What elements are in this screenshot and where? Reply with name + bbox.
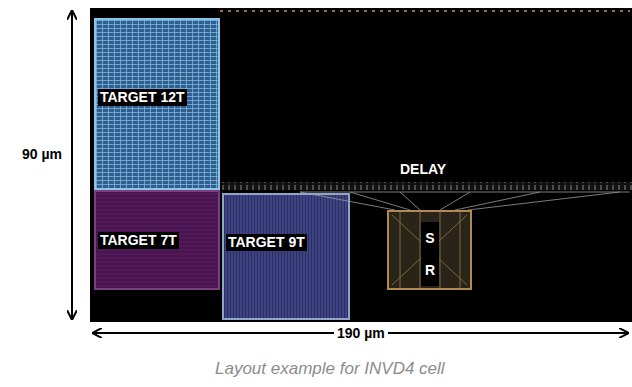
cell-fill [94, 190, 220, 290]
sr-cell-box: S R [387, 210, 472, 290]
cell-label: TARGET 12T [98, 89, 187, 106]
cell-label: TARGET 9T [226, 234, 307, 251]
dimension-label: 90 µm [22, 146, 62, 163]
cell-box: TARGET 9T [222, 193, 350, 320]
dimension-arrow [71, 11, 73, 319]
caption: Layout example for INVD4 cell [215, 359, 445, 379]
cell-label: S R [421, 222, 439, 286]
cell-label: TARGET 7T [98, 232, 179, 249]
sr-wires [392, 212, 467, 288]
layout-background [90, 8, 632, 322]
dimension-label: 190 µm [334, 325, 388, 342]
cell-box: TARGET 7T [94, 190, 220, 290]
delay-band [222, 182, 632, 190]
cell-box: TARGET 12T [94, 18, 220, 190]
cell-fill [222, 193, 350, 320]
ruler-line [220, 10, 630, 12]
delay-label: DELAY [398, 161, 448, 178]
cell-fill [94, 18, 220, 190]
cell-fill [387, 210, 472, 290]
